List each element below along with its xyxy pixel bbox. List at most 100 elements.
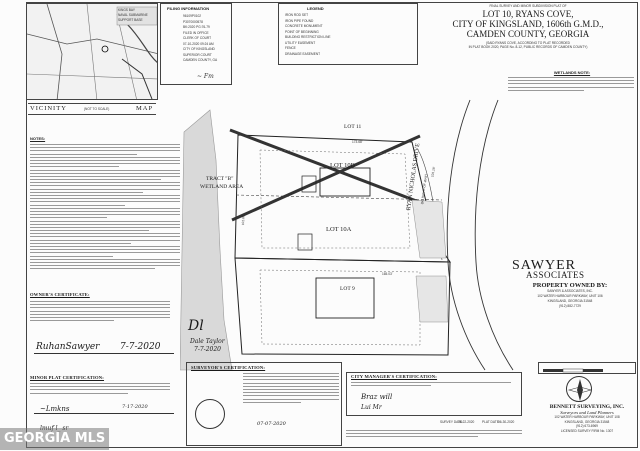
bennett-name: BENNETT SURVEYING, INC. bbox=[549, 404, 625, 410]
owner-sign-line bbox=[34, 353, 174, 354]
minor-signature: ~Lmkns bbox=[40, 405, 70, 413]
property-lines: SAWYER & ASSOCIATES, INC.102 WATER HARBO… bbox=[504, 289, 636, 309]
plat-drawing bbox=[180, 99, 514, 371]
lot-10b-label: LOT 10B bbox=[330, 162, 355, 169]
vicinity-label: VICINITY bbox=[30, 105, 67, 112]
north-arrow bbox=[566, 376, 593, 402]
watermark-text: GEORGIA MLS bbox=[4, 431, 106, 446]
survey-date-label: SURVEY DATE: bbox=[440, 420, 464, 424]
owners-title: OWNER'S CERTIFICATE: bbox=[30, 292, 90, 297]
lot-10a-label: LOT 10A bbox=[326, 226, 352, 233]
filing-line-3: FILED IN OFFICE bbox=[183, 30, 209, 35]
filing-line-2: BK:2020 PG:76-79 bbox=[183, 25, 210, 29]
property-line-3: (912) 882-7729 bbox=[559, 304, 581, 308]
bottom-disclaimer bbox=[346, 430, 522, 440]
city-title: CITY MANAGER'S CERTIFICATION: bbox=[351, 374, 438, 379]
bennett-sub: Surveyors and Land Planners bbox=[560, 410, 614, 415]
legend-title: LEGEND bbox=[307, 6, 324, 11]
filing-line-6: CITY OF KINGSLAND bbox=[183, 47, 215, 51]
sawyer-logo: SAWYER ASSOCIATES bbox=[508, 258, 636, 280]
legend-item-6: FENCE bbox=[285, 46, 296, 50]
vicinity-road-3: SUPPORT BASE bbox=[118, 18, 143, 22]
sheet-border bbox=[26, 2, 638, 448]
filing-line-5: 07-10-2020 09:24 AM bbox=[183, 41, 214, 46]
minor-date: 7-17-2020 bbox=[122, 404, 148, 410]
scale-bar bbox=[543, 368, 603, 373]
wetlands-note: WETLANDS NOTE: bbox=[508, 70, 636, 96]
wetland-area-label: WETLAND AREA bbox=[200, 184, 244, 190]
compass-icon bbox=[567, 379, 593, 401]
vicinity-road-1: KINGS BAY bbox=[118, 8, 135, 12]
city-signature-2: Lui Mr bbox=[361, 404, 382, 411]
filing-line-7: SUPERIOR COURT bbox=[183, 52, 212, 57]
title-line-2: CITY OF KINGSLAND, 1606th G.M.D., bbox=[452, 19, 604, 29]
surveyor-cert-date: 07-07-2020 bbox=[257, 421, 286, 427]
property-line-0: SAWYER & ASSOCIATES, INC. bbox=[547, 289, 593, 293]
owners-certificate: OWNER'S CERTIFICATE: RuhanSawyer 7-7-202… bbox=[30, 292, 180, 368]
surveyor-cert-text bbox=[243, 373, 339, 405]
vicinity-map-drawing bbox=[27, 4, 157, 99]
property-line-1: 102 WATER HARBOUR PARKWAY, UNIT 106 bbox=[537, 294, 603, 298]
plat-date-label: PLAT DATE: bbox=[482, 420, 500, 424]
title-block: FINAL SURVEY AND MINOR SUBDIVISION PLAT … bbox=[420, 2, 636, 64]
owner-date: 7-7-2020 bbox=[120, 342, 161, 352]
minor-text bbox=[30, 383, 170, 396]
surveyor-signature: Dl bbox=[188, 318, 204, 334]
survey-dates-row: SURVEY DATE: 06-22-2020 PLAT DATE: 06-30… bbox=[440, 420, 524, 427]
city-manager-box: CITY MANAGER'S CERTIFICATION: Braz will … bbox=[346, 372, 522, 416]
property-title: PROPERTY OWNED BY: bbox=[532, 282, 608, 289]
vicinity-map-label: MAP bbox=[136, 105, 154, 112]
title-line-3: CAMDEN COUNTY, GEORGIA bbox=[466, 29, 590, 39]
vicinity-road-2: NAVAL SUBMARINE bbox=[118, 13, 148, 17]
tract-b-label: TRACT "B" bbox=[206, 176, 234, 182]
bennett-block: BENNETT SURVEYING, INC. Surveyors and La… bbox=[538, 404, 636, 433]
title-line-0: FINAL SURVEY AND MINOR SUBDIVISION PLAT … bbox=[489, 4, 567, 8]
owners-text bbox=[30, 301, 170, 323]
legend-item-2: CONCRETE MONUMENT bbox=[285, 24, 323, 28]
legend-item-0: IRON ROD SET bbox=[285, 13, 309, 17]
notes-title: NOTES: bbox=[30, 136, 46, 141]
city-text bbox=[351, 382, 511, 388]
notes-text bbox=[30, 144, 180, 272]
surveyor-cert-title: SURVEYOR'S CERTIFICATION: bbox=[191, 365, 266, 370]
legend-item-7: DRAINAGE EASEMENT bbox=[285, 51, 321, 56]
property-line-2: KINGSLAND, GEORGIA 31548 bbox=[547, 299, 593, 303]
city-signature: Braz will bbox=[361, 393, 393, 401]
vicinity-map: KINGS BAY NAVAL SUBMARINE SUPPORT BASE bbox=[26, 3, 158, 100]
lot-9-label: LOT 9 bbox=[340, 286, 355, 292]
georgia-mls-watermark: GEORGIA MLS bbox=[0, 428, 110, 450]
bennett-line-2: (912) 673-6969 bbox=[576, 424, 598, 428]
bennett-line-1: KINGSLAND, GEORGIA 31548 bbox=[564, 419, 610, 424]
surveyor-seal bbox=[195, 399, 225, 429]
owner-signature: RuhanSawyer bbox=[36, 342, 100, 352]
dim-left: 102.80' bbox=[241, 214, 246, 226]
vicinity-note: (NOT TO SCALE) bbox=[84, 107, 110, 111]
legend-item-5: UTILITY EASEMENT bbox=[285, 40, 316, 45]
sawyer-name: SAWYER bbox=[512, 258, 576, 273]
minor-title: MINOR PLAT CERTIFICATION: bbox=[30, 375, 105, 380]
surveyor-cert-box: SURVEYOR'S CERTIFICATION: 07-07-2020 bbox=[186, 362, 342, 446]
legend-item-3: POINT OF BEGINNING bbox=[285, 29, 319, 34]
clerk-signature: ~ Fm bbox=[197, 73, 214, 80]
filing-line-8: CAMDEN COUNTY, GA bbox=[183, 58, 218, 62]
title-line-4: (SAID RYANS COVE, ACCORDING TO PLAT RECO… bbox=[486, 41, 570, 45]
dim-bottom: 165.03' bbox=[382, 272, 393, 276]
sawyer-associates: ASSOCIATES bbox=[526, 270, 585, 280]
title-line-1: LOT 10, RYANS COVE, bbox=[482, 9, 574, 19]
scale-box bbox=[538, 362, 636, 374]
wetlands-text bbox=[508, 77, 634, 93]
dim-top: 173.68' bbox=[352, 140, 363, 144]
legend-item-1: IRON PIPE FOUND bbox=[285, 18, 314, 23]
bennett-line-3: LICENSED SURVEY FIRM No. 1307 bbox=[560, 428, 614, 433]
filing-title: FILING INFORMATION bbox=[167, 6, 210, 11]
title-line-5: IN PLAT BOOK 2020, PAGE No. 8-12, PUBLIC… bbox=[468, 45, 588, 49]
vicinity-caption: VICINITY (NOT TO SCALE) MAP bbox=[28, 103, 156, 115]
surveyor-sig-date: 7-7-2020 bbox=[194, 346, 221, 353]
filing-line-4: CLERK OF COURT bbox=[183, 36, 212, 40]
